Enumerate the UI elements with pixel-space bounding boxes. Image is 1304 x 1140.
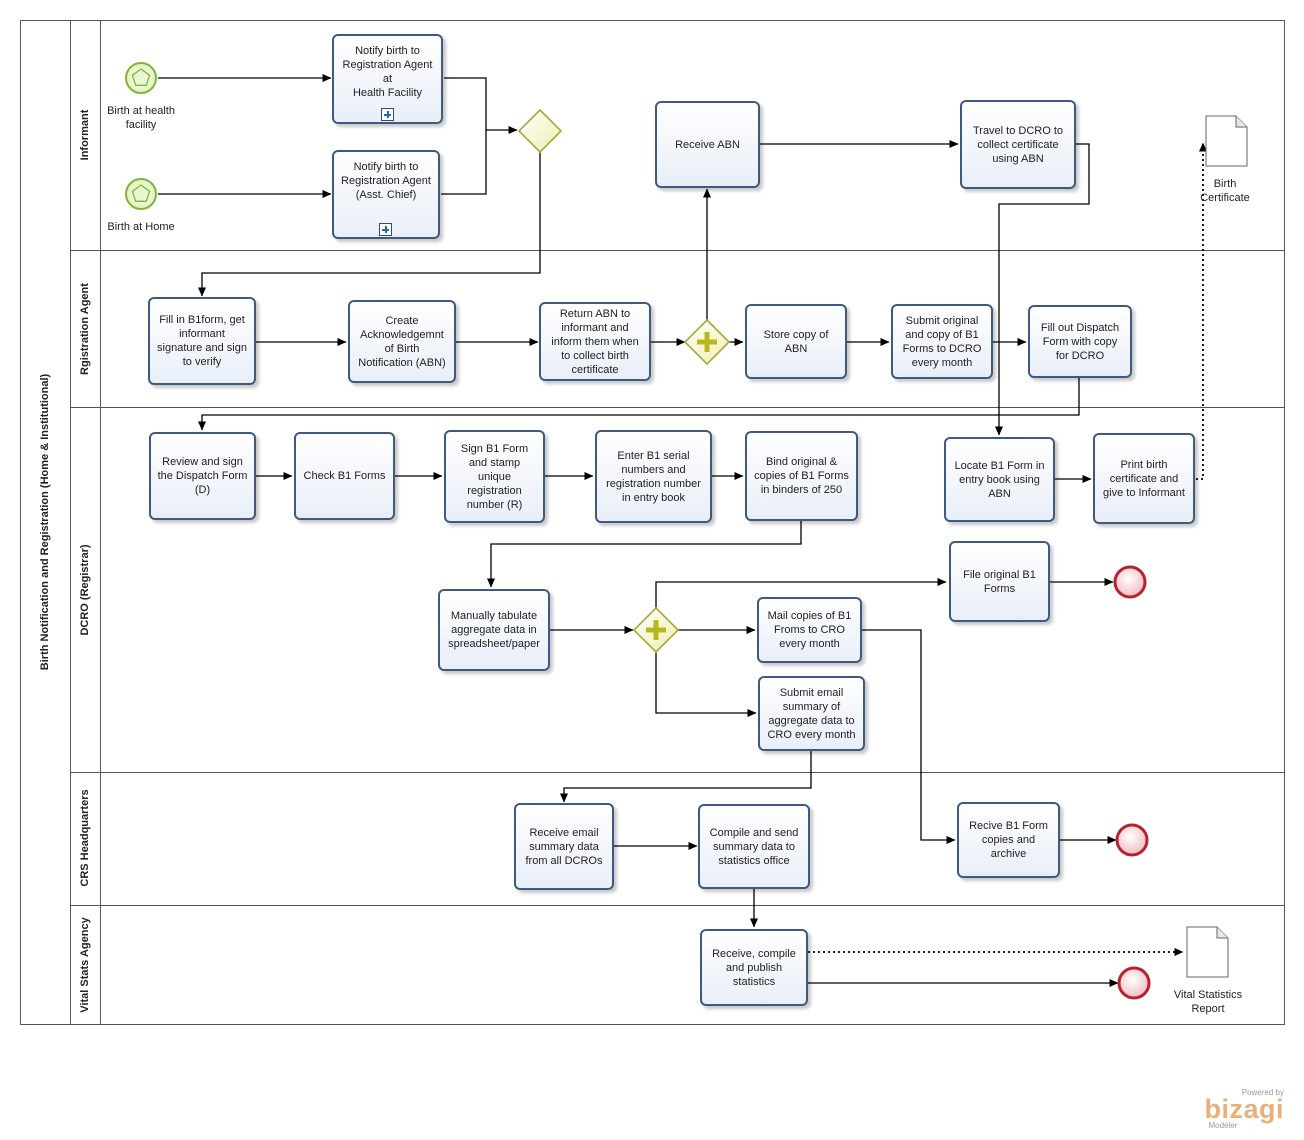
flow-email-to-receive xyxy=(560,751,812,803)
task-mail-b1-copies[interactable]: Mail copies of B1 Froms to CRO every mon… xyxy=(757,597,862,663)
task-compile-send-summary[interactable]: Compile and send summary data to statist… xyxy=(698,804,810,889)
task-publish-statistics[interactable]: Receive, compile and publish statistics xyxy=(700,929,808,1006)
parallel-gateway-abn[interactable] xyxy=(683,318,731,366)
task-receive-email-summary-label: Receive email summary data from all DCRO… xyxy=(525,826,603,867)
lane-label-registration-agent: Rgistration Agent xyxy=(79,283,91,375)
pool-frame xyxy=(20,20,1285,1025)
flow-notify-health-to-gateway xyxy=(444,77,518,134)
task-check-b1-forms-label: Check B1 Forms xyxy=(303,470,386,482)
subprocess-expand-icon[interactable] xyxy=(380,108,394,121)
start-event-health-label: Birth at health facility xyxy=(107,105,175,131)
bizagi-logo: Powered by bizagi Modeler xyxy=(1204,1088,1284,1130)
task-tabulate-aggregate-data[interactable]: Manually tabulate aggregate data in spre… xyxy=(438,589,550,671)
task-tabulate-aggregate-data-label: Manually tabulate aggregate data in spre… xyxy=(448,610,540,650)
start-event-home[interactable] xyxy=(125,178,157,210)
task-enter-b1-serials[interactable]: Enter B1 serial numbers and registration… xyxy=(595,430,712,523)
birth-certificate-label: Birth Certificate xyxy=(1200,178,1250,204)
task-review-dispatch-form-label: Review and sign the Dispatch Form (D) xyxy=(157,456,248,496)
task-return-abn[interactable]: Return ABN to informant and inform them … xyxy=(539,302,651,381)
task-receive-abn[interactable]: Receive ABN xyxy=(655,101,760,188)
task-publish-statistics-label: Receive, compile and publish statistics xyxy=(712,947,796,988)
end-event-publish[interactable] xyxy=(1117,966,1151,1000)
task-fill-b1-form[interactable]: Fill in B1form, get informant signature … xyxy=(148,297,256,385)
exclusive-gateway-merge[interactable] xyxy=(517,108,563,154)
task-bind-b1-forms-label: Bind original & copies of B1 Forms in bi… xyxy=(754,456,849,496)
task-sign-stamp-b1-label: Sign B1 Form and stamp unique registrati… xyxy=(460,442,529,511)
task-submit-email-summary[interactable]: Submit email summary of aggregate data t… xyxy=(758,676,865,751)
vital-statistics-report-document-icon[interactable] xyxy=(1186,926,1229,978)
task-print-birth-certificate-label: Print birth certificate and give to Info… xyxy=(1103,458,1185,499)
flow-dispatch-to-review xyxy=(198,378,1080,431)
pool-title: Birth Notification and Registration (Hom… xyxy=(39,373,51,671)
task-travel-to-dcro[interactable]: Travel to DCRO to collect certificate us… xyxy=(960,100,1076,189)
task-file-original-b1-label: File original B1 Forms xyxy=(963,568,1036,595)
task-receive-archive-b1[interactable]: Recive B1 Form copies and archive xyxy=(957,802,1060,878)
end-event-file[interactable] xyxy=(1113,565,1147,599)
lane-label-informant: Informant xyxy=(79,109,91,161)
task-notify-health-facility-label: Notify birth to Registration Agent at He… xyxy=(342,45,433,99)
end-event-archive[interactable] xyxy=(1115,823,1149,857)
task-locate-b1-form-label: Locate B1 Form in entry book using ABN xyxy=(954,459,1045,500)
birth-certificate-document-icon[interactable] xyxy=(1205,115,1248,167)
task-receive-archive-b1-label: Recive B1 Form copies and archive xyxy=(969,820,1048,860)
logo-name: bizagi xyxy=(1204,1094,1284,1124)
subprocess-expand-icon[interactable] xyxy=(379,223,392,236)
lane-label-crs-headquarters: CRS Headquarters xyxy=(79,789,91,887)
flow-bind-to-tabulate xyxy=(487,521,802,588)
associations xyxy=(808,142,1207,956)
lane-label-vital-stats-agency: Vital Stats Agency xyxy=(79,917,91,1013)
vital-statistics-report-label: Vital Statistics Report xyxy=(1173,989,1243,1015)
task-notify-asst-chief-label: Notify birth to Registration Agent (Asst… xyxy=(341,161,431,201)
task-mail-b1-copies-label: Mail copies of B1 Froms to CRO every mon… xyxy=(767,610,852,650)
task-store-abn-copy-label: Store copy of ABN xyxy=(763,328,829,355)
task-submit-b1-to-dcro[interactable]: Submit original and copy of B1 Forms to … xyxy=(891,304,993,379)
task-bind-b1-forms[interactable]: Bind original & copies of B1 Forms in bi… xyxy=(745,431,858,521)
flow-parallel-to-file xyxy=(655,578,947,608)
task-fill-dispatch-form-label: Fill out Dispatch Form with copy for DCR… xyxy=(1040,321,1120,362)
start-event-home-label: Birth at Home xyxy=(107,221,175,233)
sequence-flows xyxy=(158,74,1119,987)
task-enter-b1-serials-label: Enter B1 serial numbers and registration… xyxy=(606,449,701,504)
flow-travel-to-locate xyxy=(995,143,1090,436)
task-compile-send-summary-label: Compile and send summary data to statist… xyxy=(709,826,799,867)
task-receive-email-summary[interactable]: Receive email summary data from all DCRO… xyxy=(514,803,614,890)
task-review-dispatch-form[interactable]: Review and sign the Dispatch Form (D) xyxy=(149,432,256,520)
parallel-gateway-distribute[interactable] xyxy=(632,606,680,654)
flow-parallel-to-email xyxy=(655,652,757,717)
flow-mail-to-archive xyxy=(862,629,956,844)
task-create-abn[interactable]: Create Acknowledgemnt of Birth Notificat… xyxy=(348,300,456,383)
start-event-health[interactable] xyxy=(125,62,157,94)
logo-product: Modeler xyxy=(1208,1121,1238,1130)
task-return-abn-label: Return ABN to informant and inform them … xyxy=(551,307,639,376)
task-travel-to-dcro-label: Travel to DCRO to collect certificate us… xyxy=(972,124,1064,165)
task-receive-abn-label: Receive ABN xyxy=(675,138,740,151)
task-check-b1-forms[interactable]: Check B1 Forms xyxy=(294,432,395,520)
task-notify-health-facility[interactable]: Notify birth to Registration Agent at He… xyxy=(332,34,443,124)
logo-powered-by: Powered by xyxy=(1241,1088,1284,1097)
flow-notify-chief-to-gateway xyxy=(441,130,487,195)
task-store-abn-copy[interactable]: Store copy of ABN xyxy=(745,304,847,379)
assoc-print-to-birth-certificate xyxy=(1196,142,1207,480)
task-create-abn-label: Create Acknowledgemnt of Birth Notificat… xyxy=(358,314,446,369)
lane-label-dcro: DCRO (Registrar) xyxy=(79,544,91,636)
flow-gateway-to-fill-b1 xyxy=(198,152,541,297)
task-notify-asst-chief[interactable]: Notify birth to Registration Agent (Asst… xyxy=(332,150,440,239)
task-fill-b1-form-label: Fill in B1form, get informant signature … xyxy=(157,314,247,368)
task-fill-dispatch-form[interactable]: Fill out Dispatch Form with copy for DCR… xyxy=(1028,305,1132,378)
task-sign-stamp-b1[interactable]: Sign B1 Form and stamp unique registrati… xyxy=(444,430,545,523)
task-locate-b1-form[interactable]: Locate B1 Form in entry book using ABN xyxy=(944,437,1055,522)
task-submit-email-summary-label: Submit email summary of aggregate data t… xyxy=(767,686,856,741)
task-file-original-b1[interactable]: File original B1 Forms xyxy=(949,541,1050,622)
task-submit-b1-to-dcro-label: Submit original and copy of B1 Forms to … xyxy=(902,314,982,369)
task-print-birth-certificate[interactable]: Print birth certificate and give to Info… xyxy=(1093,433,1195,524)
